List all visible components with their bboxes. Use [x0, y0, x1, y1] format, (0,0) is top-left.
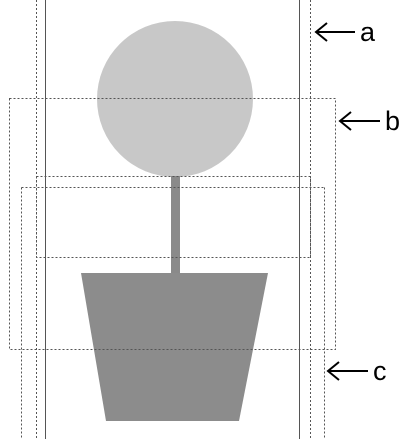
arrow-b	[338, 111, 380, 131]
region-b-box	[9, 98, 336, 350]
arrow-c-head	[326, 361, 340, 381]
label-a: a	[360, 17, 376, 47]
tree-graphic	[81, 21, 268, 421]
arrow-a	[314, 22, 355, 42]
label-b: b	[385, 106, 400, 136]
tree-stem	[171, 176, 180, 276]
region-c-lines	[21, 187, 325, 439]
arrow-c	[326, 361, 368, 381]
arrow-b-head	[338, 111, 352, 131]
solid-boundary-lines	[45, 0, 300, 439]
label-c: c	[373, 356, 387, 386]
arrow-a-head	[314, 22, 328, 42]
flower-pot	[81, 273, 268, 421]
inner-band-box	[36, 176, 311, 258]
region-a-lines	[36, 0, 311, 439]
